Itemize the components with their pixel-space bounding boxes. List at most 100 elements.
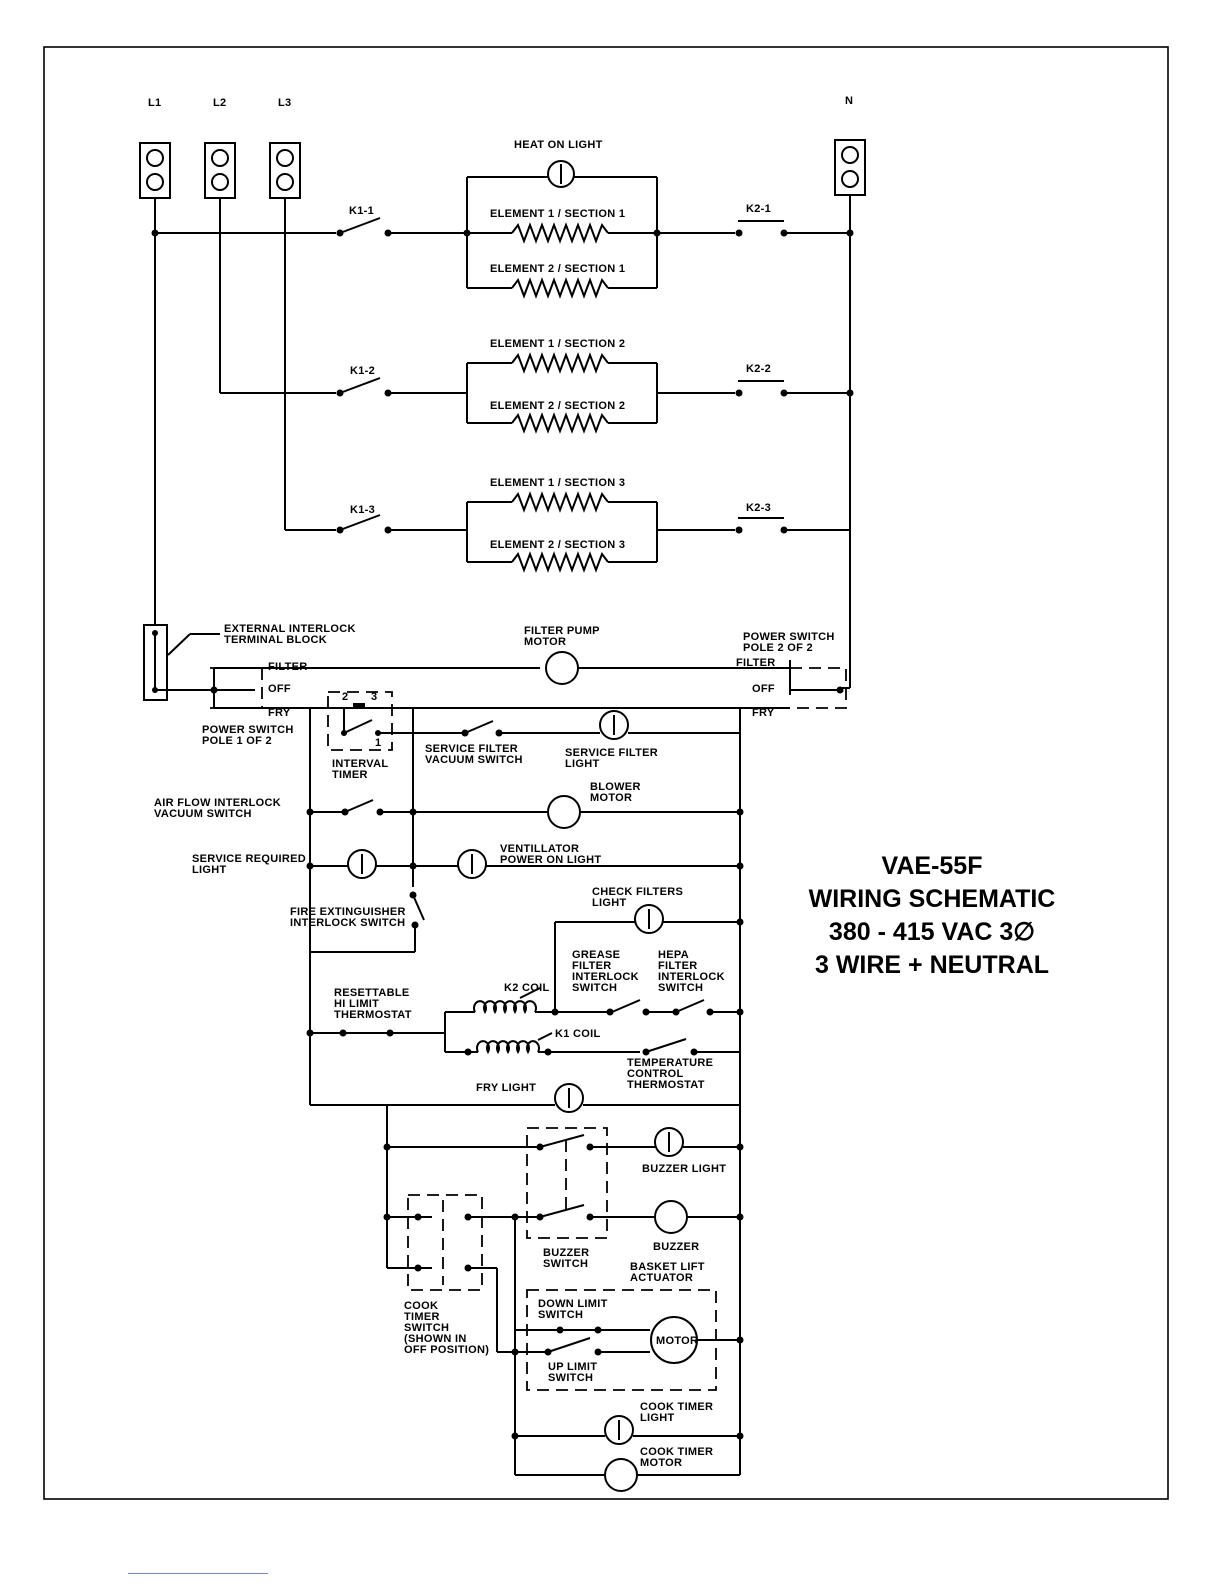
terminal-l3 — [269, 142, 301, 199]
label-basket-lift: BASKET LIFT — [630, 1261, 705, 1273]
service-filter-light — [599, 710, 629, 740]
label-grease-interlock: INTERLOCK — [572, 971, 639, 983]
buzzer — [654, 1200, 688, 1234]
label-external-interlock: EXTERNAL INTERLOCK — [224, 623, 356, 635]
title-wire-config: 3 WIRE + NEUTRAL — [815, 951, 1049, 979]
label-resettable: RESETTABLE — [334, 987, 410, 999]
label-hepa-interlock: INTERLOCK — [658, 971, 725, 983]
label-shown-in: (SHOWN IN — [404, 1333, 467, 1345]
label-cook-timer-motor-2: MOTOR — [640, 1457, 682, 1469]
label-element-1-section-2: ELEMENT 1 / SECTION 2 — [490, 338, 625, 350]
label-l1: L1 — [148, 97, 161, 109]
label-cook-timer-light-2: LIGHT — [640, 1412, 675, 1424]
label-service-filter-vacuum: SERVICE FILTER — [425, 743, 518, 755]
label-service-filter-light: SERVICE FILTER — [565, 747, 658, 759]
ventillator-power-on-light — [457, 849, 487, 879]
label-fire-extinguisher: FIRE EXTINGUISHER — [290, 906, 406, 918]
buzzer-switch-enclosure — [526, 1127, 608, 1239]
label-buzzer-switch: BUZZER — [543, 1247, 589, 1259]
label-l3: L3 — [278, 97, 291, 109]
fry-light — [554, 1083, 584, 1113]
power-switch-pole-1 — [155, 667, 540, 709]
schematic-title: VAE-55F WIRING SCHEMATIC 380 - 415 VAC 3… — [809, 852, 1056, 979]
label-k1-2: K1-2 — [350, 365, 375, 377]
label-timer-terminal-1: 1 — [375, 737, 381, 749]
label-motor: MOTOR — [656, 1335, 698, 1347]
cook-timer-motor — [604, 1458, 638, 1492]
label-grease-switch: SWITCH — [572, 982, 617, 994]
cook-timer-switch-enclosure — [407, 1194, 483, 1291]
heat-on-light — [547, 160, 575, 188]
label-up-limit: UP LIMIT — [548, 1361, 597, 1373]
label-grease-filter: FILTER — [572, 960, 611, 972]
label-switch: SWITCH — [543, 1258, 588, 1270]
label-check-filters-light: LIGHT — [592, 897, 627, 909]
label-k2-coil: K2 COIL — [504, 982, 550, 994]
label-k1-3: K1-3 — [350, 504, 375, 516]
label-off-position: OFF POSITION) — [404, 1344, 489, 1356]
buzzer-light — [654, 1127, 684, 1157]
label-vacuum-switch: VACUUM SWITCH — [425, 754, 523, 766]
terminal-l1 — [139, 142, 171, 199]
label-service-required: SERVICE REQUIRED — [192, 853, 306, 865]
label-filter-pole2: FILTER — [736, 657, 775, 669]
label-filter-pole1: FILTER — [268, 661, 307, 673]
label-element-1-section-1: ELEMENT 1 / SECTION 1 — [490, 208, 625, 220]
label-hi-limit-thermostat: THERMOSTAT — [334, 1009, 412, 1021]
label-interval: INTERVAL — [332, 758, 388, 770]
label-power-switch-pole1: POWER SWITCH — [202, 724, 294, 736]
label-l2: L2 — [213, 97, 226, 109]
label-element-2-section-3: ELEMENT 2 / SECTION 3 — [490, 539, 625, 551]
section-1-circuit — [151, 160, 854, 297]
section-2-circuit — [220, 354, 854, 432]
label-air-flow-interlock: AIR FLOW INTERLOCK — [154, 797, 281, 809]
label-control: CONTROL — [627, 1068, 683, 1080]
label-k2-3: K2-3 — [746, 502, 771, 514]
label-temperature-control-thermostat: THERMOSTAT — [627, 1079, 705, 1091]
label-interlock-switch: INTERLOCK SWITCH — [290, 917, 405, 929]
footer-rule — [128, 1573, 268, 1574]
k1-coil — [445, 1040, 640, 1055]
label-pole-2-of-2: POLE 2 OF 2 — [743, 642, 813, 654]
label-element-2-section-1: ELEMENT 2 / SECTION 1 — [490, 263, 625, 275]
service-required-light — [347, 849, 377, 879]
label-filter-pump: FILTER PUMP — [524, 625, 600, 637]
label-blower-motor: MOTOR — [590, 792, 632, 804]
label-cook-timer-motor: COOK TIMER — [640, 1446, 713, 1458]
label-power-on-light: POWER ON LIGHT — [500, 854, 601, 866]
label-hepa: HEPA — [658, 949, 689, 961]
section-3-circuit — [285, 493, 850, 571]
label-buzzer: BUZZER — [653, 1241, 699, 1253]
title-voltage: 380 - 415 VAC 3∅ — [829, 918, 1035, 946]
label-ventillator: VENTILLATOR — [500, 843, 579, 855]
basket-lift-actuator-enclosure — [526, 1289, 717, 1391]
label-k1-1: K1-1 — [349, 205, 374, 217]
label-fry-light: FRY LIGHT — [476, 1082, 536, 1094]
label-off-pole2: OFF — [752, 683, 775, 695]
label-air-flow-vacuum-switch: VACUUM SWITCH — [154, 808, 252, 820]
label-heat-on-light: HEAT ON LIGHT — [514, 139, 603, 151]
label-n: N — [845, 95, 853, 107]
cook-timer-light — [604, 1415, 634, 1445]
label-buzzer-light: BUZZER LIGHT — [642, 1163, 726, 1175]
label-down-limit-switch: SWITCH — [538, 1309, 583, 1321]
label-pole-1-of-2: POLE 1 OF 2 — [202, 735, 272, 747]
label-up-limit-switch: SWITCH — [548, 1372, 593, 1384]
label-k1-coil: K1 COIL — [555, 1028, 601, 1040]
label-element-1-section-3: ELEMENT 1 / SECTION 3 — [490, 477, 625, 489]
label-down-limit: DOWN LIMIT — [538, 1298, 608, 1310]
label-grease: GREASE — [572, 949, 620, 961]
label-cook: COOK — [404, 1300, 438, 1312]
blower-motor — [547, 795, 581, 829]
label-actuator: ACTUATOR — [630, 1272, 693, 1284]
label-k2-2: K2-2 — [746, 363, 771, 375]
label-hepa-filter: FILTER — [658, 960, 697, 972]
filter-pump-motor — [545, 651, 579, 685]
label-power-switch-pole2: POWER SWITCH — [743, 631, 835, 643]
k2-coil — [445, 1000, 610, 1015]
external-interlock-terminal-block — [143, 624, 220, 701]
label-hepa-switch: SWITCH — [658, 982, 703, 994]
label-timer-terminal-2: 2 — [342, 691, 348, 703]
